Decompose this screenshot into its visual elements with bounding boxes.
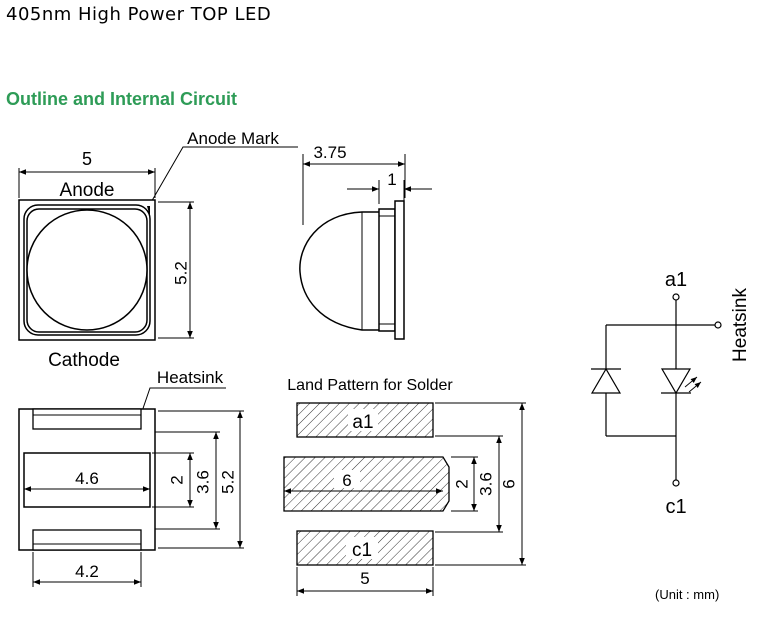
outer-height-dim: 5.2	[218, 470, 237, 494]
land-pad-c1-label: c1	[352, 540, 372, 561]
heatsink-label: Heatsink	[157, 368, 224, 387]
side-view: 3.75 1	[299, 143, 432, 340]
top-view: 5 Anode Anode Mark Cathode 5.2	[18, 129, 298, 371]
unit-note: (Unit : mm)	[655, 587, 720, 602]
land-outer-height-dim: 6	[499, 479, 518, 488]
land-center-dim: 6	[342, 471, 351, 490]
protection-diode-symbol	[590, 367, 622, 394]
side-total-dim: 3.75	[313, 143, 346, 162]
pad-width-dim: 4.6	[75, 469, 99, 488]
anode-mark	[147, 206, 150, 217]
anode-label: Anode	[60, 180, 115, 201]
pad-height-dim: 2	[167, 475, 186, 484]
document-title: 405nm High Power TOP LED	[6, 4, 272, 25]
anode-mark-label: Anode Mark	[187, 129, 279, 148]
land-pattern-title: Land Pattern for Solder	[287, 377, 453, 394]
dome-lens	[299, 211, 379, 331]
land-pad-height-dim: 2	[452, 479, 471, 488]
land-pad-center	[283, 456, 450, 512]
circuit-cathode-label: c1	[665, 496, 686, 518]
section-title: Outline and Internal Circuit	[6, 89, 238, 109]
bottom-view: Heatsink 4.6 4.2 2 3.6 5.2	[18, 368, 244, 587]
land-pad-c1	[296, 530, 434, 566]
top-height-dim: 5.2	[171, 261, 190, 285]
top-width-dim: 5	[82, 149, 92, 169]
land-pad-a1-label: a1	[352, 412, 373, 433]
cathode-label: Cathode	[48, 350, 120, 371]
heatsink-pad	[23, 452, 151, 508]
land-inner-height-dim: 3.6	[476, 472, 495, 496]
led-symbol	[660, 368, 692, 395]
lead-width-dim: 4.2	[75, 562, 99, 581]
lens-outline	[26, 209, 148, 331]
land-pattern: Land Pattern for Solder a1 6 c1 5 2 3.6 …	[283, 377, 526, 596]
internal-circuit: a1 c1 Heatsink	[590, 269, 751, 518]
land-width-dim: 5	[360, 569, 369, 588]
circuit-heatsink-label: Heatsink	[730, 288, 751, 362]
side-body-dim: 1	[387, 170, 396, 189]
inner-height-dim: 3.6	[193, 470, 212, 494]
circuit-anode-label: a1	[665, 269, 687, 291]
